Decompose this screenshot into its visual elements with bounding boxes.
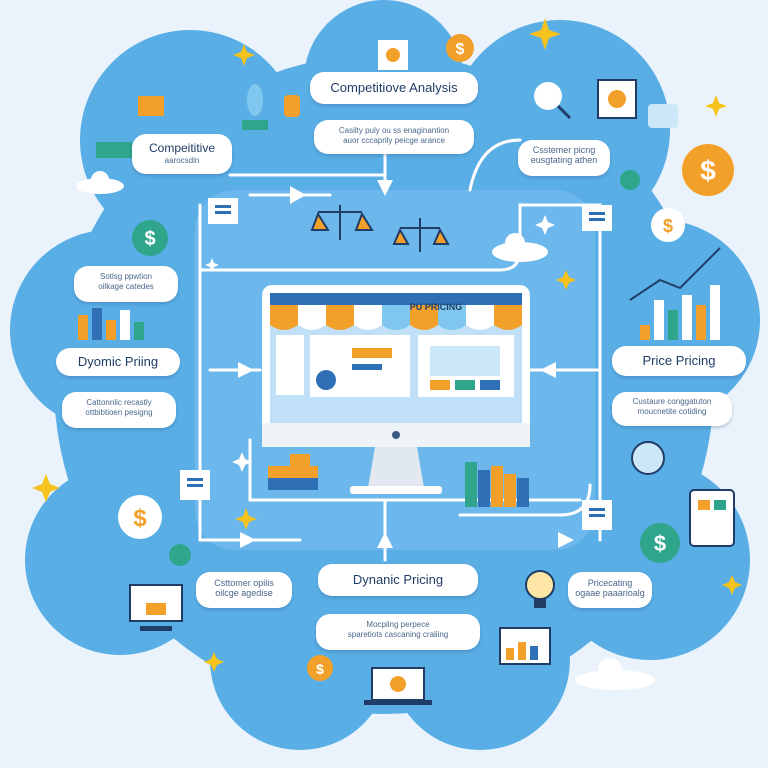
bottom-right-caption: Pricecating ogaae paaarioalg bbox=[568, 578, 652, 598]
left-caption-2: Cattonnlic recastly ottbibtioen pesigng bbox=[62, 398, 176, 418]
screen-banner: PU PRICING bbox=[396, 302, 476, 312]
svg-text:$: $ bbox=[133, 505, 147, 532]
document-icon-4 bbox=[582, 500, 612, 530]
right-top-caption: Csstemer picng eusgtating athen bbox=[518, 145, 610, 165]
svg-text:$: $ bbox=[663, 216, 673, 236]
tablet-icon-right bbox=[690, 490, 734, 546]
screen-banner-text: PU PRICING bbox=[410, 302, 463, 312]
top-title-box: Competitiove Analysis bbox=[310, 72, 478, 104]
top-title: Competitiove Analysis bbox=[310, 80, 478, 96]
svg-text:$: $ bbox=[316, 661, 324, 677]
right-top-box: Csstemer picng eusgtating athen bbox=[518, 140, 610, 176]
svg-text:$: $ bbox=[144, 228, 155, 250]
left-dynamic-box: Dyomic Priing bbox=[56, 348, 180, 376]
right-price-box: Price Pricing bbox=[612, 346, 746, 376]
lamp-icon bbox=[284, 95, 300, 117]
left-dynamic-title: Dyomic Priing bbox=[56, 354, 180, 370]
laptop-icon bbox=[364, 668, 432, 705]
document-icon-2 bbox=[582, 205, 612, 231]
globe-icon bbox=[632, 442, 664, 474]
document-icon-1 bbox=[208, 198, 238, 224]
bottom-dynamic-title: Dynanic Pricing bbox=[318, 572, 478, 588]
bottom-left-caption: Csttomer opilis oilcge agedise bbox=[196, 578, 292, 598]
top-subtitle: Casilty puly ou ss enaginantion auor ccc… bbox=[314, 126, 474, 146]
bottom-subtitle-box: Mocpilng perpece sparetiots cascaning cr… bbox=[316, 614, 480, 650]
clipboard-icon bbox=[378, 40, 408, 70]
right-price-title: Price Pricing bbox=[612, 353, 746, 369]
svg-text:$: $ bbox=[700, 155, 716, 186]
bottom-subtitle: Mocpilng perpece sparetiots cascaning cr… bbox=[316, 620, 480, 640]
document-icon-3 bbox=[180, 470, 210, 500]
left-caption-2-box: Cattonnlic recastly ottbibtioen pesigng bbox=[62, 392, 176, 428]
picture-frame-icon bbox=[598, 80, 636, 118]
left-caption-1-box: Sotlsg ppwtion oilkage catedes bbox=[74, 266, 178, 302]
bottom-dynamic-box: Dynanic Pricing bbox=[318, 564, 478, 596]
svg-text:$: $ bbox=[456, 41, 465, 58]
top-subtitle-box: Casilty puly ou ss enaginantion auor ccc… bbox=[314, 120, 474, 154]
right-caption-box: Custaure conggatuton moucnetite cotiding bbox=[612, 392, 732, 426]
right-caption: Custaure conggatuton moucnetite cotiding bbox=[612, 397, 732, 417]
tag-icon bbox=[648, 104, 678, 128]
left-subtitle: aarocsdin bbox=[132, 156, 232, 166]
left-title: Compeititive bbox=[132, 140, 232, 156]
bottom-left-box: Csttomer opilis oilcge agedise bbox=[196, 572, 292, 608]
bottom-right-box: Pricecating ogaae paaarioalg bbox=[568, 572, 652, 608]
left-title-box: Compeititive aarocsdin bbox=[132, 134, 232, 174]
svg-text:$: $ bbox=[654, 531, 666, 556]
left-caption-1: Sotlsg ppwtion oilkage catedes bbox=[74, 272, 178, 292]
dashboard-icon bbox=[500, 628, 550, 664]
